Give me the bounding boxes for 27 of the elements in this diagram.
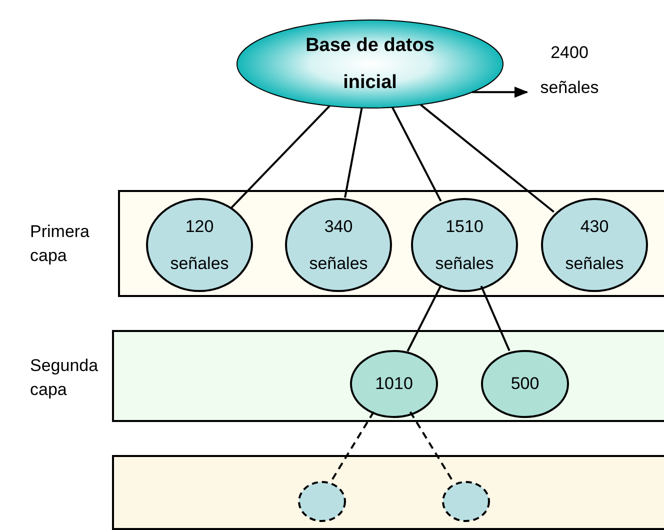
layer-heading: Primera capa [30,221,91,267]
node-label: 120 señales [169,216,230,275]
database-ellipse [237,20,503,108]
node-label: 430 señales [564,216,625,275]
node-label: 500 [510,373,540,395]
signal-ellipse [542,199,647,291]
connector [392,106,442,202]
layer-band [112,455,664,530]
connector [480,286,510,352]
node-label: 340 señales [308,216,369,275]
connector [344,108,363,198]
connector [406,284,442,352]
node-label: 1510 señales [434,216,495,275]
signal-ellipse [351,351,437,417]
connector [420,104,554,213]
node-label: 1010 [374,373,414,395]
connector [472,86,528,98]
connector [230,105,330,209]
placeholder-ellipse [299,482,345,521]
node-label: 2400 señales [539,42,600,99]
node-label: Base de datos inicial [304,34,436,95]
signal-ellipse [147,199,252,291]
layer-heading: Segunda capa [30,355,100,401]
signal-ellipse [412,199,517,291]
signal-ellipse [286,199,391,291]
signal-ellipse [482,351,568,417]
placeholder-ellipse [443,482,489,521]
